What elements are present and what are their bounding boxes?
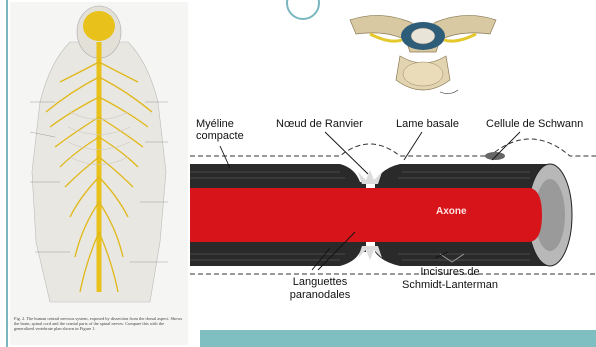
label-incisures-1: Incisures de	[390, 266, 510, 278]
decorative-circle	[286, 0, 320, 20]
nervous-system-drawing	[10, 2, 188, 312]
label-incisures-2: Schmidt-Lanterman	[390, 279, 510, 291]
label-noeud-ranvier: Nœud de Ranvier	[276, 118, 363, 130]
label-cellule-schwann: Cellule de Schwann	[486, 118, 583, 130]
label-languettes-2: paranodales	[270, 289, 370, 301]
label-myeline-2: compacte	[196, 130, 244, 142]
vertebra-drawing	[340, 0, 506, 108]
label-myeline-1: Myéline	[196, 118, 234, 130]
axon-diagram: Myéline compacte Nœud de Ranvier Lame ba…	[190, 112, 596, 322]
label-axone: Axone	[436, 206, 467, 217]
label-languettes-1: Languettes	[270, 276, 370, 288]
label-lame-basale: Lame basale	[396, 118, 459, 130]
teal-content-box	[200, 330, 596, 347]
figure-caption: Fig. 2. The human central nervous system…	[14, 316, 184, 332]
vertebra-illustration	[340, 0, 506, 108]
nervous-system-illustration: Fig. 2. The human central nervous system…	[10, 2, 188, 345]
left-accent-rule	[6, 0, 8, 347]
